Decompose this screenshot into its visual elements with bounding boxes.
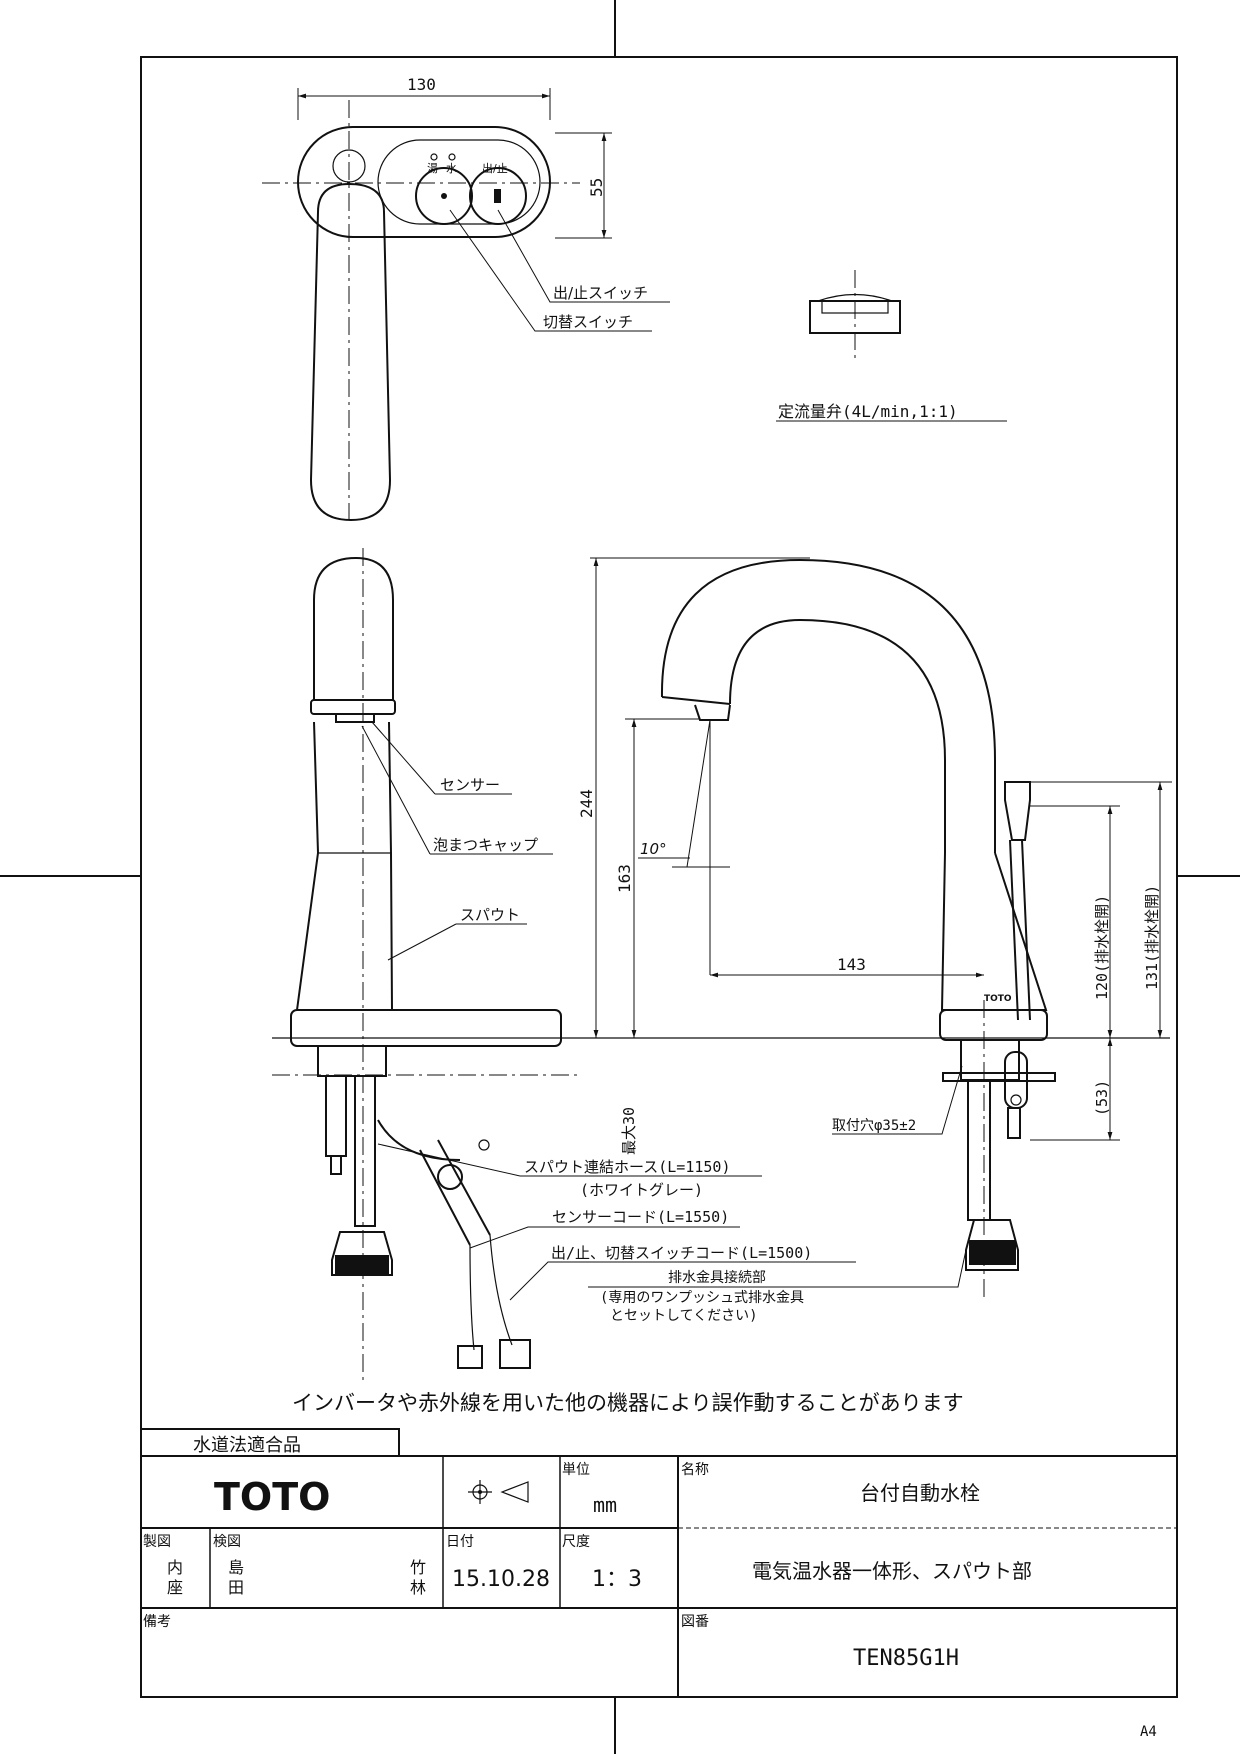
spout-callout: スパウト bbox=[460, 906, 520, 924]
spout-hose-nut bbox=[331, 1231, 393, 1276]
top-view: 湯 水 出/止 130 55 出/止スイッチ 切替スイッチ bbox=[262, 75, 670, 522]
drawing-no-label: 図番 bbox=[681, 1614, 709, 1630]
unit-label: 単位 bbox=[562, 1462, 590, 1478]
switch-cord-callout: 出/止、切替スイッチコード(L=1500) bbox=[551, 1244, 812, 1262]
spout-base-circle bbox=[332, 149, 366, 183]
sensor-cord-callout: センサーコード(L=1550) bbox=[552, 1208, 729, 1226]
drain-callout-line3: とセットしてください) bbox=[610, 1308, 758, 1324]
product-name: 台付自動水栓 bbox=[860, 1481, 980, 1505]
title-block: 水道法適合品 TOTO 単位 mm 名称 台付自動水栓 製図 内 座 検図 島 … bbox=[140, 1428, 1177, 1697]
aerator-cap bbox=[310, 699, 396, 715]
cold-label: 水 bbox=[446, 162, 457, 175]
date-label: 日付 bbox=[446, 1534, 474, 1550]
mount-hole-callout: 取付穴φ35±2 bbox=[832, 1118, 916, 1134]
sensor-cord-connector bbox=[457, 1345, 483, 1369]
deck-base bbox=[290, 1009, 562, 1047]
aerator-cap-callout: 泡まつキャップ bbox=[433, 836, 538, 854]
certification-label: 水道法適合品 bbox=[193, 1435, 301, 1456]
name-label: 名称 bbox=[681, 1462, 709, 1478]
hot-label: 湯 bbox=[427, 162, 438, 175]
drawing-number: TEN85G1H bbox=[853, 1646, 959, 1671]
date-value: 15.10.28 bbox=[452, 1567, 550, 1592]
checked-by-1: 島 bbox=[228, 1558, 244, 1577]
scale-value: 1：3 bbox=[592, 1567, 642, 1592]
spout-top-view bbox=[309, 182, 392, 522]
drawn-by-2: 座 bbox=[167, 1578, 183, 1597]
side-view: TOTO 244 163 10° 143 bbox=[577, 557, 1172, 1324]
drawn-by-1: 内 bbox=[167, 1558, 183, 1577]
dim-120-drain: 120(排水栓開) bbox=[1093, 895, 1111, 1000]
checked-by-2: 田 bbox=[228, 1578, 244, 1597]
drain-lever-knob bbox=[1004, 781, 1031, 841]
onoff-label: 出/止 bbox=[482, 161, 508, 175]
control-panel-inner bbox=[377, 139, 541, 225]
side-brand-mark: TOTO bbox=[984, 994, 1012, 1004]
hose-callout-line1: スパウト連結ホース(L=1150) bbox=[524, 1158, 731, 1176]
max30-label: 最大30 bbox=[620, 1107, 638, 1155]
projection-symbol bbox=[468, 1480, 529, 1504]
dim-131-drain: 131(排水栓開) bbox=[1143, 885, 1161, 990]
product-subtitle: 電気温水器一体形、スパウト部 bbox=[752, 1559, 1032, 1583]
spout-upper-body bbox=[313, 556, 394, 700]
company-logo: TOTO bbox=[214, 1475, 330, 1519]
switch-cord-connector bbox=[499, 1339, 531, 1369]
sensor-callout: センサー bbox=[440, 776, 500, 794]
spout-curve-inner bbox=[729, 618, 946, 853]
dim-244: 244 bbox=[577, 789, 596, 818]
drain-callout-line1: 排水金具接続部 bbox=[668, 1269, 766, 1286]
dim-130: 130 bbox=[407, 75, 436, 94]
warning-text: インバータや赤外線を用いた他の機器により誤作動することがあります bbox=[292, 1391, 964, 1415]
checked-by-3: 竹 bbox=[410, 1558, 426, 1577]
flow-valve: 定流量弁(4L/min,1:1) bbox=[776, 270, 1007, 422]
hot-indicator bbox=[430, 153, 438, 161]
onoff-switch-indicator bbox=[494, 189, 501, 203]
dim-55: 55 bbox=[587, 178, 606, 197]
unit-value: mm bbox=[593, 1493, 617, 1517]
dim-53: (53) bbox=[1093, 1080, 1111, 1116]
spout-curve-outer bbox=[660, 558, 996, 853]
onoff-switch-callout: 出/止スイッチ bbox=[553, 284, 648, 302]
change-switch-callout: 切替スイッチ bbox=[543, 313, 633, 331]
front-view: センサー 泡まつキャップ スパウト スパウト連結ホース(L=1150) (ホワイ… bbox=[272, 548, 1170, 1385]
paper-size-label: A4 bbox=[1140, 1724, 1157, 1740]
scale-label: 尺度 bbox=[562, 1534, 590, 1550]
flow-valve-callout: 定流量弁(4L/min,1:1) bbox=[778, 402, 958, 421]
drain-callout-line2: (専用のワンプッシュ式排水金具 bbox=[600, 1290, 804, 1306]
control-plate-outline bbox=[297, 126, 551, 238]
angle-label: 10° bbox=[640, 840, 667, 858]
cold-indicator bbox=[448, 153, 456, 161]
dim-163: 163 bbox=[615, 864, 634, 893]
change-switch-button bbox=[415, 167, 473, 225]
checked-label: 検図 bbox=[213, 1534, 241, 1550]
checked-by-4: 林 bbox=[410, 1578, 426, 1597]
onoff-switch-button bbox=[469, 167, 527, 225]
hose-callout-line2: (ホワイトグレー) bbox=[580, 1181, 703, 1199]
remarks-label: 備考 bbox=[143, 1614, 171, 1630]
drawn-label: 製図 bbox=[143, 1534, 171, 1550]
dim-143: 143 bbox=[837, 955, 866, 974]
